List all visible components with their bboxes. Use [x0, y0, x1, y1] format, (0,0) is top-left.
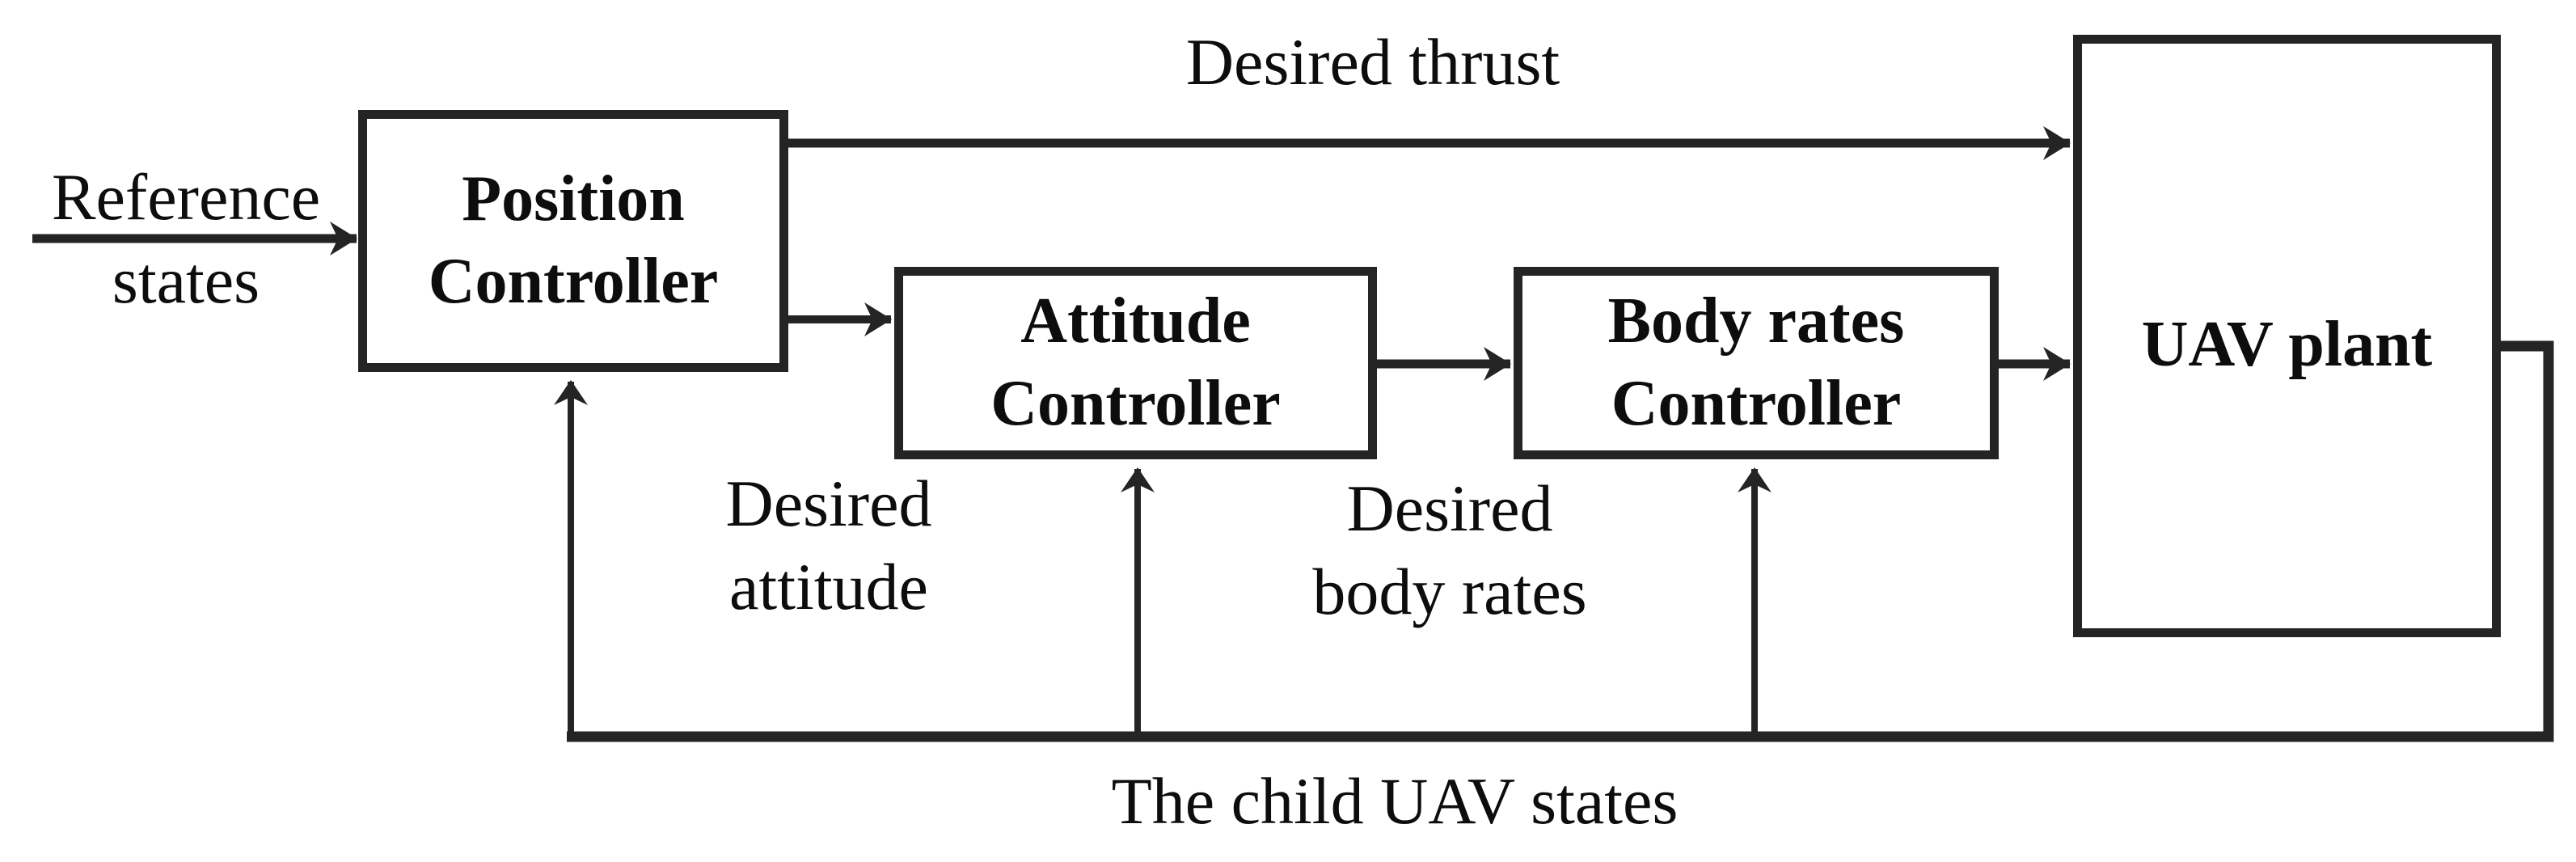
body-rates-controller-box: Body rates Controller: [1514, 267, 1999, 459]
label-desired-body-rates: Desired body rates: [1312, 471, 1587, 628]
label-desired-thrust: Desired thrust: [1185, 25, 1560, 99]
attitude-controller-box: Attitude Controller: [894, 267, 1377, 459]
label-child-uav-states: The child UAV states: [1111, 764, 1679, 838]
label-desired-attitude: Desired attitude: [725, 467, 932, 623]
label-reference-states: Reference states: [51, 160, 321, 317]
uav-plant-box: UAV plant: [2073, 35, 2501, 637]
position-controller-box: Position Controller: [358, 110, 788, 372]
feedback-trunk-line: [567, 340, 2554, 742]
